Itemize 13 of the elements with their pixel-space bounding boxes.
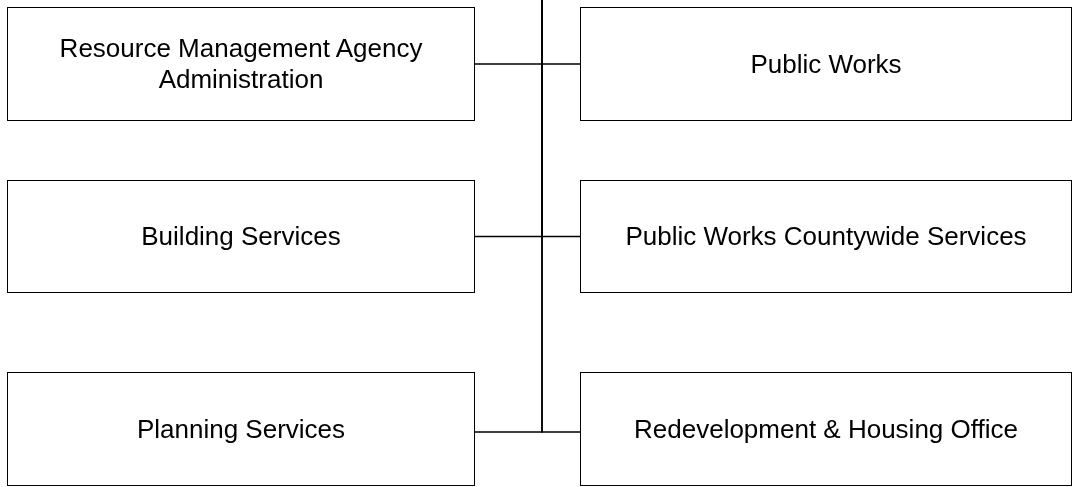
unit-name: Public Works (749, 48, 903, 80)
unit-name: Public Works Countywide Services (624, 221, 1028, 252)
unit-name: Planning Services (135, 413, 347, 445)
org-unit-box (7, 372, 475, 486)
org-unit-box (580, 7, 1072, 121)
unit-name: Building Services (140, 221, 342, 252)
org-unit-box (7, 180, 475, 293)
connector-line (541, 0, 581, 433)
org-unit-box (580, 180, 1072, 293)
org-unit-box (7, 7, 475, 121)
unit-name: Redevelopment & Housing Office (633, 413, 1019, 445)
org-unit-box (580, 372, 1072, 486)
unit-name: Resource Management Agency Administration (58, 33, 424, 95)
